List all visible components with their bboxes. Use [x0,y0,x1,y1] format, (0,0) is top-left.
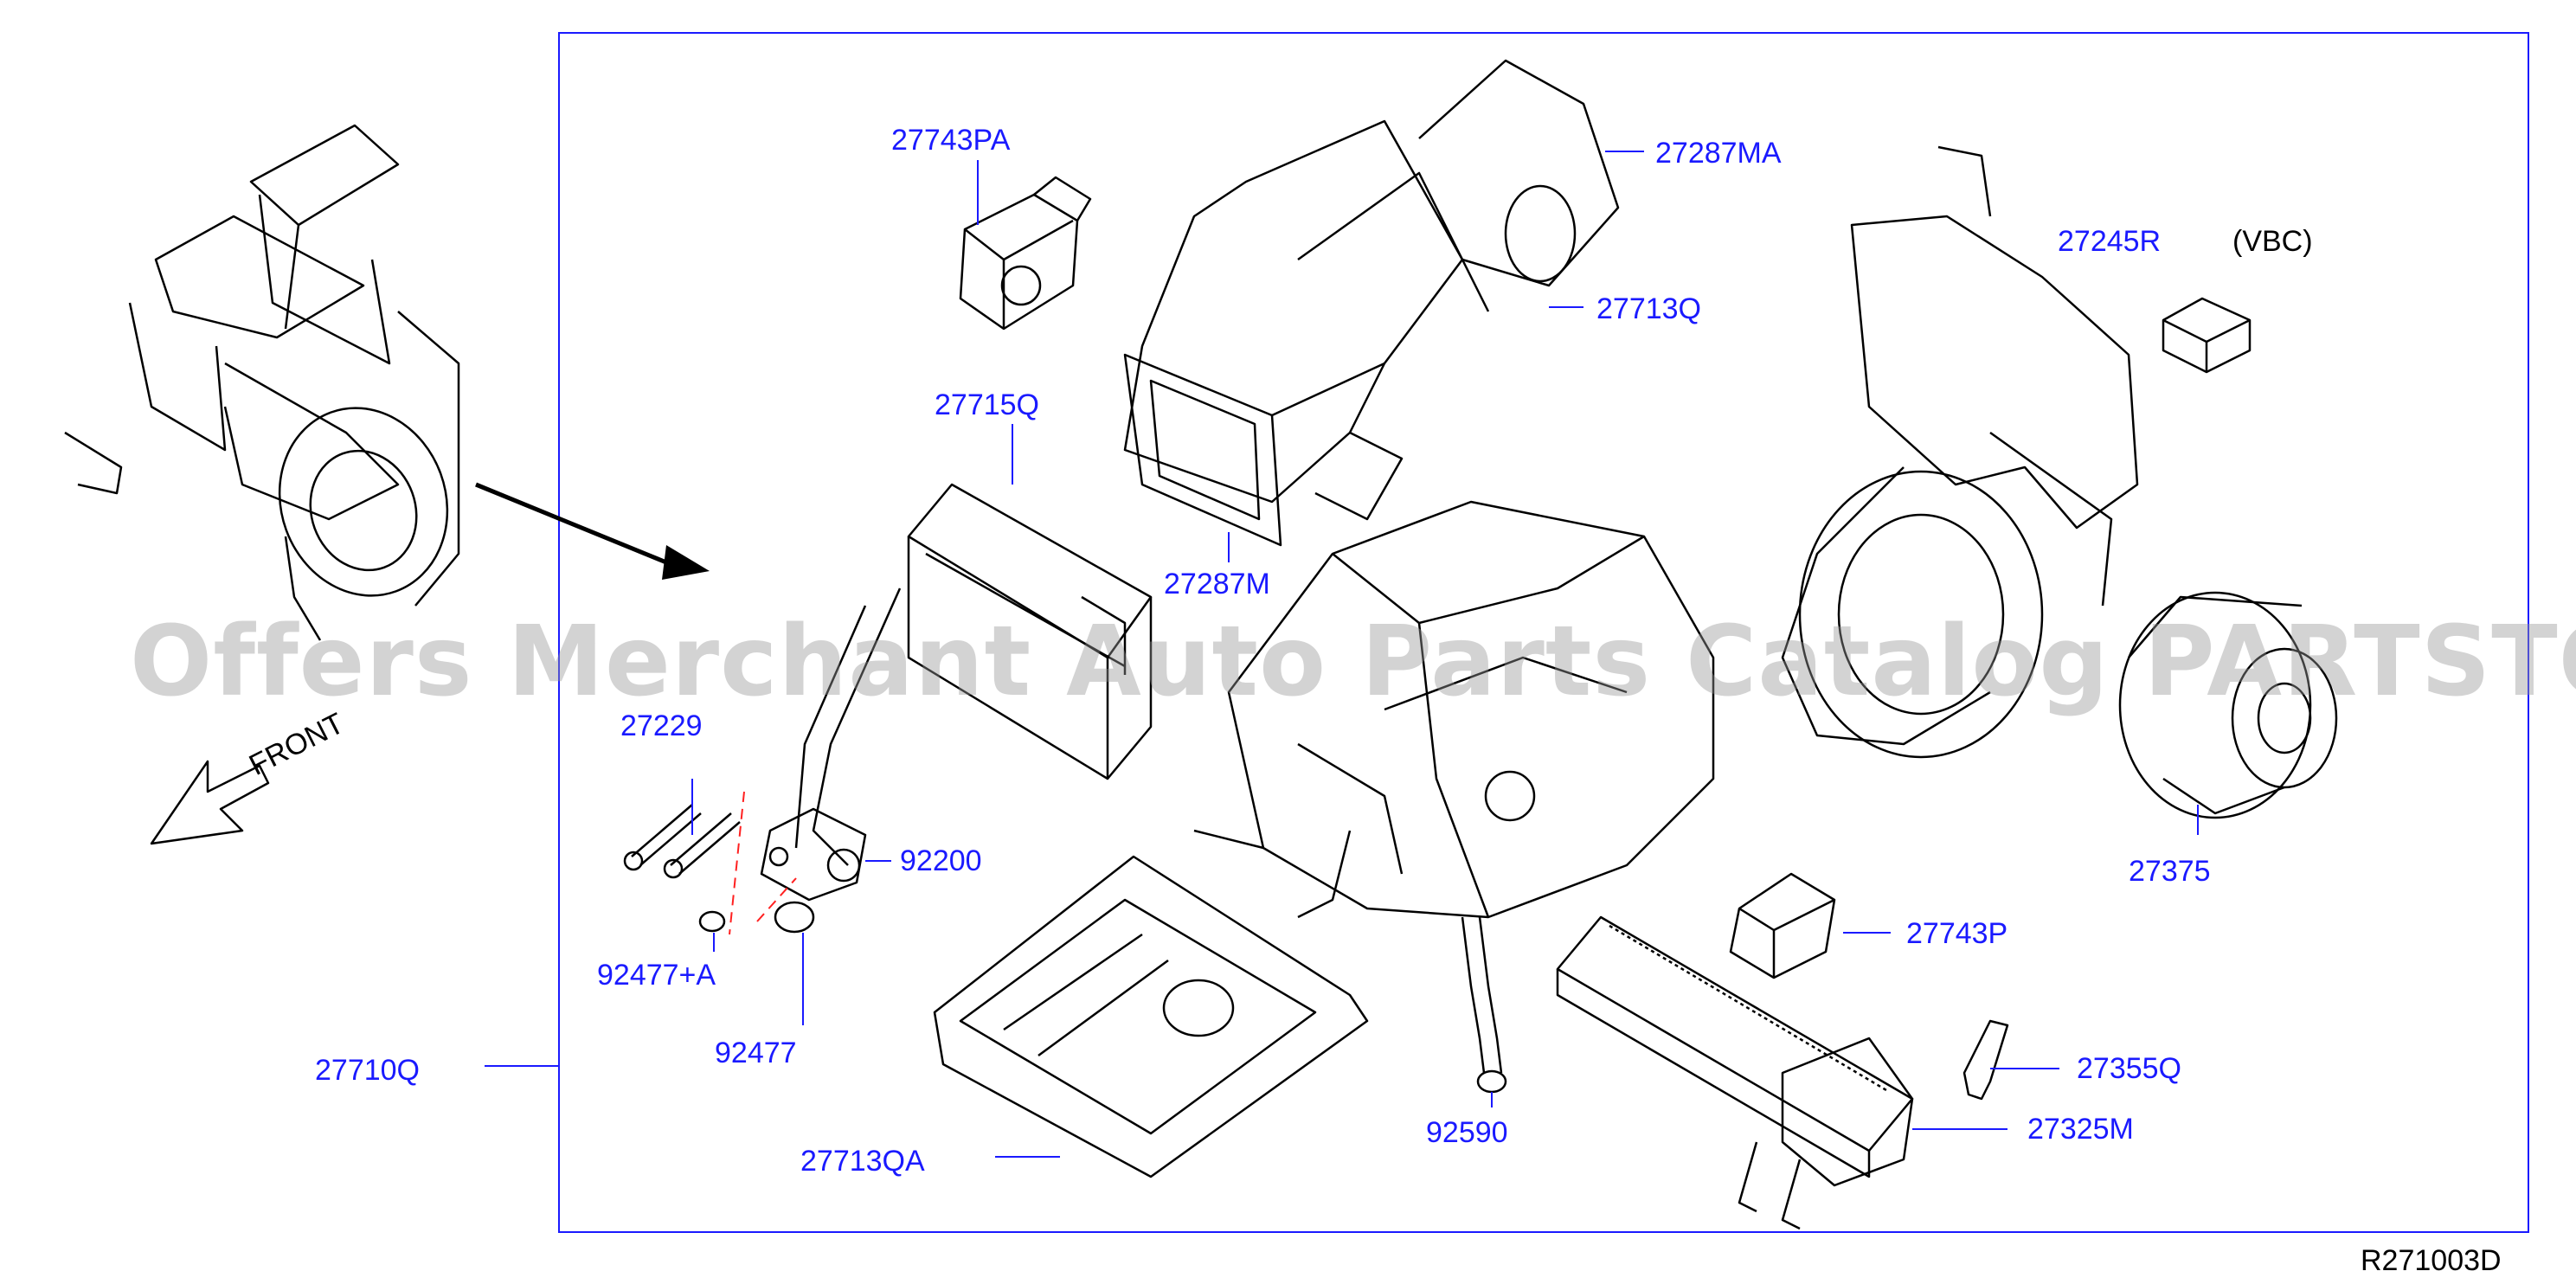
part-label-92590[interactable]: 92590 [1426,1116,1508,1149]
heater-unit-overview [64,124,460,641]
part-label-27229[interactable]: 27229 [620,709,703,742]
part-label-27355q[interactable]: 27355Q [2077,1052,2181,1085]
part-label-27713q[interactable]: 27713Q [1596,292,1701,325]
blower-housing [1781,145,2139,759]
part-label-27375[interactable]: 27375 [2129,855,2211,888]
blower-motor-27375 [2118,591,2338,819]
assembly-arrow [475,482,710,580]
leader-lines [485,151,2199,1158]
part-label-27710q[interactable]: 27710Q [315,1054,420,1087]
bolts-27229 [623,804,741,879]
part-label-27287m[interactable]: 27287M [1164,568,1270,600]
o-ring-92477 [774,901,815,934]
part-label-92477[interactable]: 92477 [715,1037,797,1069]
part-label-27715q[interactable]: 27715Q [935,388,1039,421]
actuator-27743p [1729,872,1836,979]
part-label-92200[interactable]: 92200 [900,844,982,877]
front-direction-arrow [150,760,270,845]
watermark-text: Offers Merchant Auto Parts Catalog PARTS… [130,606,2576,718]
part-label-27743pa[interactable]: 27743PA [891,124,1011,157]
part-label-27743p[interactable]: 27743P [1906,917,2008,950]
actuator-27743pa [959,176,1092,331]
sensor-27355q [1963,1019,2009,1101]
evaporator-27715q [794,483,1153,866]
variant-note: (VBC) [2232,225,2313,258]
reference-code: R271003D [2361,1244,2502,1277]
part-label-27245r[interactable]: 27245R [2058,225,2162,258]
drain-hose-92590 [1461,916,1507,1094]
duct-27287ma [1123,59,1620,547]
diagram-frame [558,32,2529,1233]
part-label-27713qa[interactable]: 27713QA [800,1145,925,1178]
expansion-valve-92200 [760,807,867,902]
part-label-27287ma[interactable]: 27287MA [1655,137,1782,170]
part-label-92477a[interactable]: 92477+A [597,959,716,992]
heater-case-27710q [1193,500,1715,919]
relay-27245r [2162,297,2252,374]
o-ring-92477a [698,910,726,933]
heater-core-27325m [1556,915,1914,1230]
lower-case-27713qa [933,855,1369,1178]
part-label-27325m[interactable]: 27325M [2027,1113,2134,1146]
bolt-alignment-lines [729,791,797,935]
